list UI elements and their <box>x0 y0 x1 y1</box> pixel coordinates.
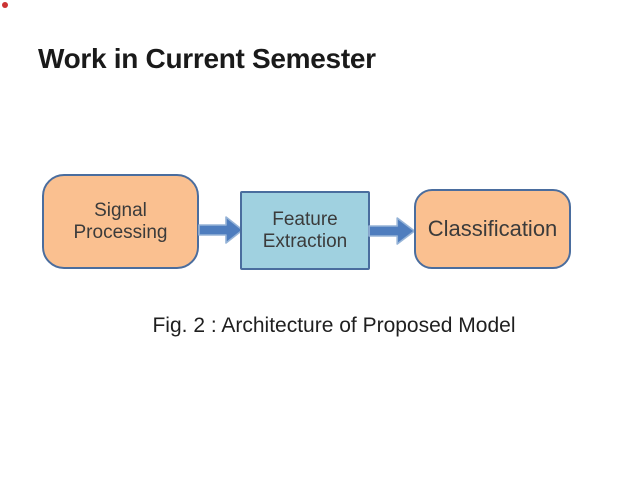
right-arrow-connector-2 <box>368 217 416 245</box>
node-feature-extraction-label-line2: Extraction <box>262 230 348 252</box>
node-signal-processing-label-line2: Processing <box>73 221 168 243</box>
node-classification: Classification <box>414 189 571 269</box>
red-marker-dot <box>2 2 8 8</box>
node-feature-extraction: Feature Extraction <box>240 191 370 270</box>
node-signal-processing-label-line1: Signal <box>94 199 147 221</box>
right-arrow-connector-1 <box>198 216 244 244</box>
node-classification-label: Classification <box>427 216 558 242</box>
figure-caption: Fig. 2 : Architecture of Proposed Model <box>152 314 516 337</box>
node-signal-processing: Signal Processing <box>42 174 199 269</box>
slide-title: Work in Current Semester <box>38 43 376 74</box>
node-feature-extraction-label-line1: Feature <box>272 208 338 230</box>
